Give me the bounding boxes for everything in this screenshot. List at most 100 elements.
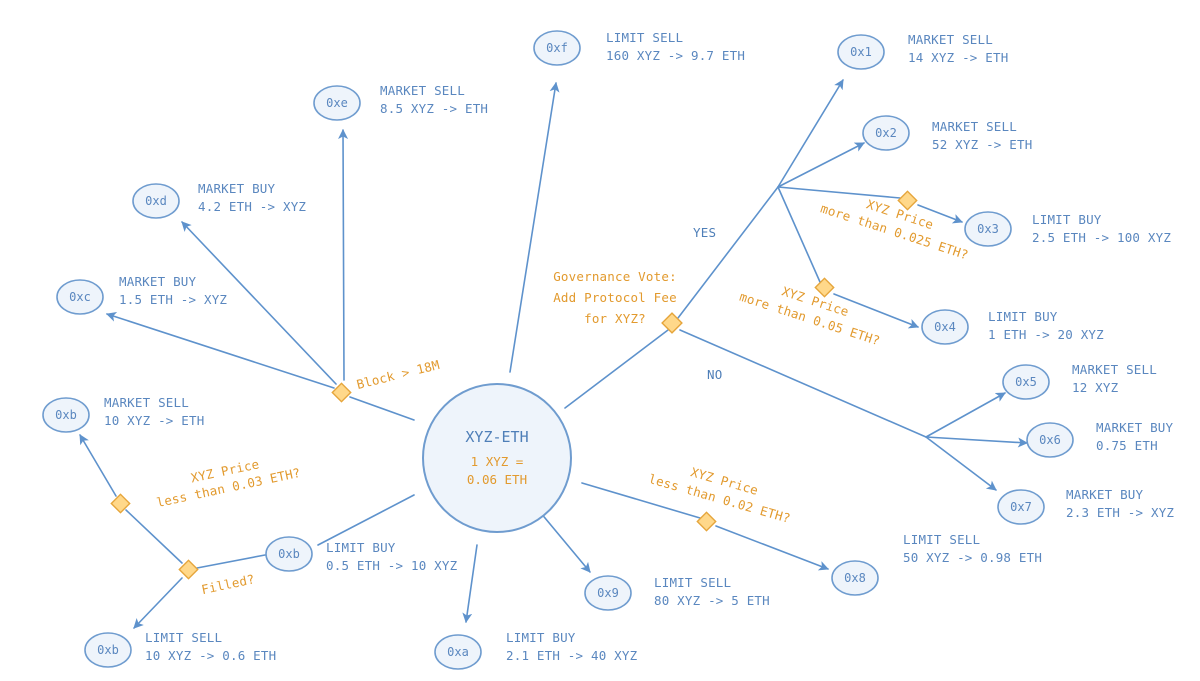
order-node-circle: [921, 309, 969, 345]
order-amount-label: 160 XYZ -> 9.7 ETH: [606, 48, 745, 63]
edge-center-0xb-buy: [317, 494, 415, 546]
order-amount-label: 52 XYZ -> ETH: [932, 137, 1032, 152]
order-node-id: 0x5: [1015, 375, 1037, 389]
order-node-id: 0x1: [850, 45, 872, 59]
order-node-circle: [265, 536, 313, 572]
edge-0xb-filled: [196, 554, 266, 569]
order-node[interactable]: 0x7 MARKET BUY 2.3 ETH -> XYZ: [997, 487, 1174, 525]
price-02-diamond[interactable]: [696, 511, 717, 532]
order-node[interactable]: 0x8 LIMIT SELL 50 XYZ -> 0.98 ETH: [831, 532, 1042, 596]
order-node-id: 0x9: [597, 586, 619, 600]
order-type-label: LIMIT BUY: [506, 630, 576, 645]
order-type-label: LIMIT SELL: [903, 532, 980, 547]
price-025-diamond[interactable]: [897, 190, 918, 211]
order-amount-label: 1.5 ETH -> XYZ: [119, 292, 227, 307]
order-amount-label: 2.3 ETH -> XYZ: [1066, 505, 1174, 520]
condition-labels: Governance Vote: Add Protocol Fee for XY…: [155, 196, 970, 597]
order-amount-label: 14 XYZ -> ETH: [908, 50, 1008, 65]
edge-center-governance: [564, 329, 669, 409]
order-type-label: MARKET SELL: [1072, 362, 1157, 377]
order-node-id: 0xb: [97, 643, 119, 657]
governance-label-2: Add Protocol Fee: [553, 290, 677, 305]
governance-label-1: Governance Vote:: [553, 269, 677, 284]
order-node-id: 0xc: [69, 290, 91, 304]
edge-nohub-0x7: [925, 436, 997, 491]
order-amount-label: 12 XYZ: [1072, 380, 1119, 395]
order-node-id: 0x3: [977, 222, 999, 236]
edge-filled-0xb-sell: [133, 577, 183, 629]
order-type-label: MARKET BUY: [1096, 420, 1174, 435]
order-amount-label: 50 XYZ -> 0.98 ETH: [903, 550, 1042, 565]
order-node-id: 0x4: [934, 320, 956, 334]
order-node-id: 0xd: [145, 194, 167, 208]
order-node-circle: [862, 115, 910, 151]
center-node[interactable]: XYZ-ETH 1 XYZ = 0.06 ETH: [422, 383, 572, 533]
order-node-circle: [84, 632, 132, 668]
order-node-id: 0xa: [447, 645, 469, 659]
governance-diamond[interactable]: [661, 312, 683, 334]
order-type-label: LIMIT BUY: [988, 309, 1058, 324]
edge-center-0xa: [462, 544, 478, 623]
edge-hub-0x1: [777, 79, 844, 188]
block-diamond[interactable]: [331, 382, 352, 403]
order-type-label: LIMIT BUY: [1032, 212, 1102, 227]
branch-yes: YES: [693, 225, 716, 240]
filled-diamond[interactable]: [178, 559, 199, 580]
order-amount-label: 8.5 XYZ -> ETH: [380, 101, 488, 116]
order-node[interactable]: 0xf LIMIT SELL 160 XYZ -> 9.7 ETH: [533, 30, 745, 66]
order-node-id: 0x2: [875, 126, 897, 140]
order-node-circle: [132, 183, 180, 219]
edge-hub-cond-025: [777, 186, 901, 199]
order-node-circle: [964, 211, 1012, 247]
order-amount-label: 10 XYZ -> 0.6 ETH: [145, 648, 276, 663]
order-node-circle: [42, 397, 90, 433]
order-type-label: LIMIT SELL: [654, 575, 731, 590]
governance-label-3: for XYZ?: [584, 311, 646, 326]
order-node-id: 0x8: [844, 571, 866, 585]
edge-cond-025-0x3: [917, 204, 963, 224]
edge-cond-05-0x4: [833, 293, 919, 329]
edge-governance-no-hub: [679, 329, 927, 438]
order-node-circle: [1002, 364, 1050, 400]
order-type-label: LIMIT SELL: [606, 30, 683, 45]
order-type-label: MARKET SELL: [380, 83, 465, 98]
order-node[interactable]: 0x5 MARKET SELL 12 XYZ: [1002, 362, 1157, 400]
order-amount-label: 4.2 ETH -> XYZ: [198, 199, 306, 214]
order-type-label: LIMIT SELL: [145, 630, 222, 645]
order-node-circle: [837, 34, 885, 70]
order-node-circle: [56, 279, 104, 315]
order-node-circle: [434, 634, 482, 670]
order-node-id: 0xf: [546, 41, 568, 55]
price-03-diamond[interactable]: [110, 493, 131, 514]
order-type-label: MARKET BUY: [1066, 487, 1144, 502]
order-node-circle: [1026, 422, 1074, 458]
order-type-label: MARKET SELL: [104, 395, 189, 410]
edge-center-0x9: [539, 511, 591, 573]
edge-governance-yes-hub: [677, 186, 779, 319]
order-node-id: 0xb: [278, 547, 300, 561]
edge-center-cond-02: [581, 482, 701, 519]
edge-nohub-0x6: [925, 436, 1028, 448]
order-amount-label: 0.5 ETH -> 10 XYZ: [326, 558, 458, 573]
edge-block-0xd: [181, 221, 337, 385]
conditions: [110, 190, 918, 580]
order-type-label: MARKET BUY: [119, 274, 197, 289]
order-node[interactable]: 0xb LIMIT SELL 10 XYZ -> 0.6 ETH: [84, 630, 276, 668]
order-node-circle: [831, 560, 879, 596]
price-05-diamond[interactable]: [814, 277, 835, 298]
order-node-id: 0x7: [1010, 500, 1032, 514]
order-node[interactable]: 0xc MARKET BUY 1.5 ETH -> XYZ: [56, 274, 227, 315]
